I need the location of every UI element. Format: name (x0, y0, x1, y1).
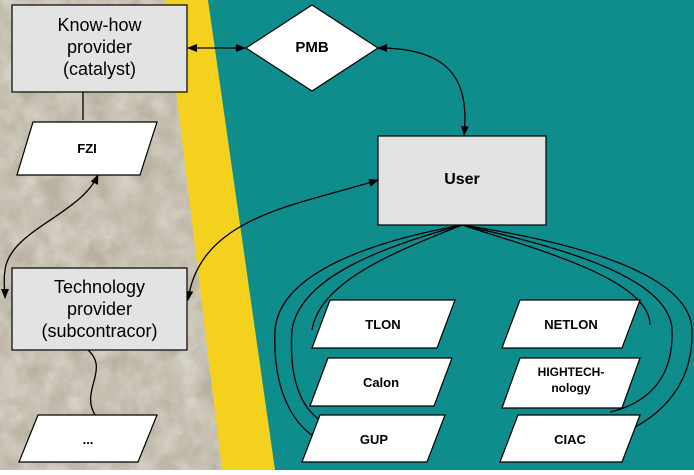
knowhow-box (11, 4, 188, 93)
tlon-parallelogram (311, 299, 456, 349)
hightech-label: HIGHTECH- nology (516, 364, 626, 396)
loop-user-providers-4 (461, 224, 693, 441)
teal-background (208, 0, 694, 470)
calon-parallelogram (309, 357, 453, 407)
knowhow-line-3: (catalyst) (62, 59, 136, 79)
knowhow-label: Know-how provider (catalyst) (12, 14, 187, 80)
tlon-label: TLON (365, 317, 401, 332)
ellipsis-label: ... (82, 432, 94, 447)
netlon-parallelogram (501, 299, 641, 349)
loop-user-providers-5 (461, 224, 673, 413)
technology-line-2: provider (66, 299, 133, 319)
link-fzi-technology (0, 174, 99, 299)
technology-box (11, 267, 188, 351)
technology-line-3: (subcontracor) (41, 321, 158, 341)
fzi-label: FZI (77, 141, 97, 156)
loop-user-providers-2 (290, 224, 463, 421)
loop-user-providers-3 (311, 224, 463, 331)
shapes (11, 4, 641, 463)
knowhow-line-2: provider (66, 37, 133, 57)
gup-parallelogram (301, 414, 446, 463)
user-label: User (444, 171, 480, 188)
user-box (377, 135, 547, 226)
calon-label: Calon (362, 375, 400, 390)
pmb-label: PMB (295, 39, 329, 56)
ciac-label: CIAC (554, 432, 586, 447)
link-technology-ellipsis (87, 349, 98, 416)
hightech-parallelogram (501, 357, 641, 409)
gup-label: GUP (359, 432, 389, 447)
technology-label: Technology provider (subcontracor) (12, 276, 187, 342)
hightech-line-1: HIGHTECH- (537, 365, 605, 379)
ciac-parallelogram (499, 414, 641, 463)
link-user-technology (185, 178, 379, 301)
pmb-diamond (244, 4, 380, 92)
hightech-line-2: nology (551, 381, 591, 395)
fzi-parallelogram (16, 121, 158, 176)
loop-user-providers-6 (461, 224, 651, 326)
connectors (0, 44, 693, 441)
knowhow-line-1: Know-how (57, 15, 142, 35)
ellipsis-parallelogram (18, 414, 158, 463)
netlon-label: NETLON (544, 317, 598, 332)
link-pmb-user (377, 44, 469, 136)
loop-user-providers-1 (274, 224, 463, 441)
technology-line-1: Technology (53, 277, 146, 297)
